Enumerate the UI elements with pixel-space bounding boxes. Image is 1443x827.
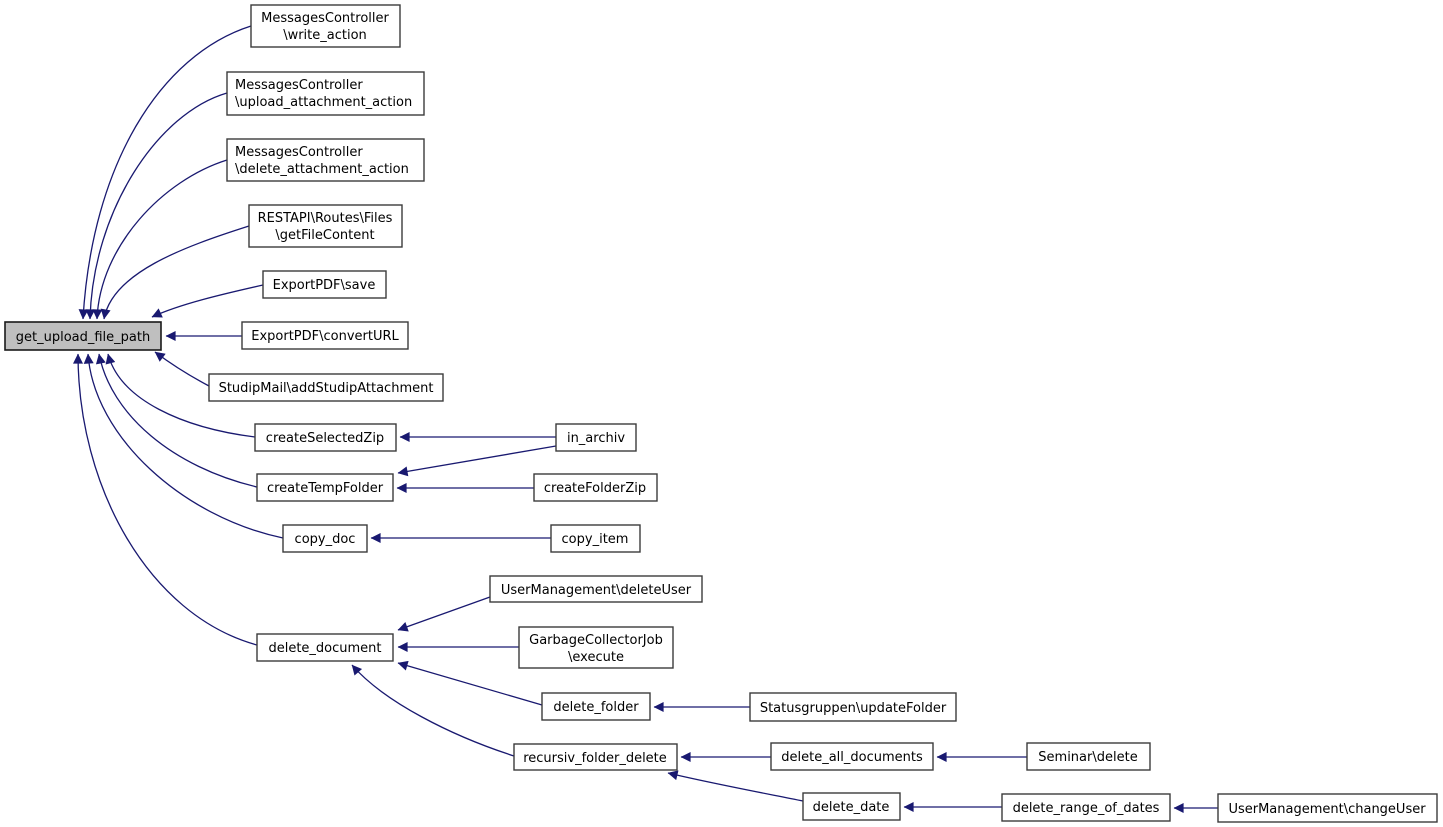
edge-studipmail-addstudipattachment-to-get-upload-file-path <box>154 351 210 387</box>
edge-getfilecontent-to-get-upload-file-path <box>100 225 250 320</box>
node-delete-date-box <box>802 792 901 821</box>
node-exportpdf-converturl-box <box>241 321 409 350</box>
node-copy-item[interactable]: copy_item <box>550 524 641 553</box>
node-exportpdf-save[interactable]: ExportPDF\save <box>262 270 387 299</box>
node-delete-date-label: delete_date <box>813 800 890 815</box>
node-garbagecollectorjob-execute-label-line1: GarbageCollectorJob <box>529 633 663 648</box>
node-delete-date[interactable]: delete_date <box>802 792 901 821</box>
node-createselectedzip-label: createSelectedZip <box>266 431 384 446</box>
node-delete-folder-box <box>541 692 651 721</box>
edge-write-action-to-get-upload-file-path <box>78 25 252 320</box>
node-statusgruppen-updatefolder-label: Statusgruppen\updateFolder <box>760 701 947 716</box>
node-exportpdf-converturl-label: ExportPDF\convertURL <box>251 329 399 344</box>
node-in-archiv-box <box>555 423 637 452</box>
node-get-upload-file-path-box <box>4 321 162 351</box>
node-statusgruppen-updatefolder-box <box>749 692 957 722</box>
node-in-archiv-label: in_archiv <box>567 431 625 446</box>
node-copy-doc[interactable]: copy_doc <box>282 524 368 553</box>
edge-delete-folder-to-delete-document <box>397 660 543 706</box>
node-delete-document[interactable]: delete_document <box>256 633 394 662</box>
node-write-action[interactable]: MessagesController \write_action <box>250 4 401 48</box>
edge-recursiv-folder-delete-to-delete-document <box>351 664 515 757</box>
edge-exportpdf-save-to-get-upload-file-path <box>151 284 264 318</box>
node-getfilecontent-label-line2: \getFileContent <box>275 228 374 243</box>
edge-delete-document-to-get-upload-file-path <box>73 353 258 646</box>
node-delete-document-label: delete_document <box>268 641 381 656</box>
node-getfilecontent-box <box>248 204 403 248</box>
node-delete-all-documents-label: delete_all_documents <box>781 750 923 765</box>
edge-createselectedzip-to-get-upload-file-path <box>105 353 256 438</box>
node-delete-all-documents[interactable]: delete_all_documents <box>770 742 934 771</box>
node-createtempfolder-box <box>256 473 394 502</box>
node-delete-folder-label: delete_folder <box>553 700 639 715</box>
node-copy-item-box <box>550 524 641 553</box>
node-in-archiv[interactable]: in_archiv <box>555 423 637 452</box>
node-delete-all-documents-box <box>770 742 934 771</box>
node-get-upload-file-path-label: get_upload_file_path <box>16 330 150 345</box>
node-usermanagement-deleteuser-label: UserManagement\deleteUser <box>501 583 692 598</box>
node-upload-attachment-action-label-line2: \upload_attachment_action <box>235 95 412 110</box>
node-usermanagement-changeuser-label: UserManagement\changeUser <box>1228 802 1426 817</box>
node-seminar-delete[interactable]: Seminar\delete <box>1026 742 1151 771</box>
node-createselectedzip[interactable]: createSelectedZip <box>254 423 397 452</box>
node-exportpdf-converturl[interactable]: ExportPDF\convertURL <box>241 321 409 350</box>
node-usermanagement-deleteuser[interactable]: UserManagement\deleteUser <box>489 575 703 603</box>
edge-delete-date-to-recursiv-folder-delete <box>667 770 804 802</box>
node-createtempfolder-label: createTempFolder <box>267 481 384 496</box>
node-seminar-delete-label: Seminar\delete <box>1038 750 1137 765</box>
node-garbagecollectorjob-execute[interactable]: GarbageCollectorJob \execute <box>518 626 674 669</box>
node-delete-attachment-action[interactable]: MessagesController \delete_attachment_ac… <box>226 138 425 182</box>
node-delete-attachment-action-label-line1: MessagesController <box>235 145 363 160</box>
edge-upload-attachment-action-to-get-upload-file-path <box>85 92 228 320</box>
node-delete-range-of-dates[interactable]: delete_range_of_dates <box>1001 793 1171 822</box>
node-recursiv-folder-delete-label: recursiv_folder_delete <box>523 751 667 766</box>
node-getfilecontent-label-line1: RESTAPI\Routes\Files <box>258 211 393 226</box>
edge-copy-doc-to-get-upload-file-path <box>83 353 284 539</box>
node-createfolderzip-box <box>533 473 658 502</box>
edge-delete-attachment-action-to-get-upload-file-path <box>92 159 228 320</box>
node-upload-attachment-action-box <box>226 71 425 116</box>
node-usermanagement-changeuser-box <box>1217 793 1438 823</box>
node-studipmail-addstudipattachment[interactable]: StudipMail\addStudipAttachment <box>208 373 444 402</box>
node-delete-document-box <box>256 633 394 662</box>
node-recursiv-folder-delete-box <box>513 743 678 771</box>
edge-layer <box>73 25 1218 813</box>
node-write-action-label-line1: MessagesController <box>261 11 389 26</box>
node-usermanagement-deleteuser-box <box>489 575 703 603</box>
node-seminar-delete-box <box>1026 742 1151 771</box>
node-createfolderzip[interactable]: createFolderZip <box>533 473 658 502</box>
node-write-action-box <box>250 4 401 48</box>
node-exportpdf-save-label: ExportPDF\save <box>273 278 376 293</box>
node-garbagecollectorjob-execute-box <box>518 626 674 669</box>
node-delete-range-of-dates-label: delete_range_of_dates <box>1013 801 1160 816</box>
node-delete-attachment-action-label-line2: \delete_attachment_action <box>235 162 409 177</box>
node-copy-doc-label: copy_doc <box>295 532 356 547</box>
node-write-action-label-line2: \write_action <box>283 28 367 43</box>
edge-in-archiv-to-createtempfolder <box>397 445 557 477</box>
node-copy-doc-box <box>282 524 368 553</box>
node-upload-attachment-action[interactable]: MessagesController \upload_attachment_ac… <box>226 71 425 116</box>
node-upload-attachment-action-label-line1: MessagesController <box>235 78 363 93</box>
node-delete-attachment-action-box <box>226 138 425 182</box>
node-createfolderzip-label: createFolderZip <box>544 481 646 496</box>
edge-createtempfolder-to-get-upload-file-path <box>95 353 258 488</box>
node-copy-item-label: copy_item <box>562 532 629 547</box>
node-exportpdf-save-box <box>262 270 387 299</box>
node-usermanagement-changeuser[interactable]: UserManagement\changeUser <box>1217 793 1438 823</box>
node-studipmail-addstudipattachment-box <box>208 373 444 402</box>
node-createselectedzip-box <box>254 423 397 452</box>
node-recursiv-folder-delete[interactable]: recursiv_folder_delete <box>513 743 678 771</box>
node-statusgruppen-updatefolder[interactable]: Statusgruppen\updateFolder <box>749 692 957 722</box>
node-delete-range-of-dates-box <box>1001 793 1171 822</box>
node-delete-folder[interactable]: delete_folder <box>541 692 651 721</box>
node-createtempfolder[interactable]: createTempFolder <box>256 473 394 502</box>
node-garbagecollectorjob-execute-label-line2: \execute <box>568 650 624 665</box>
node-studipmail-addstudipattachment-label: StudipMail\addStudipAttachment <box>219 381 434 396</box>
node-getfilecontent[interactable]: RESTAPI\Routes\Files \getFileContent <box>248 204 403 248</box>
node-get-upload-file-path: get_upload_file_path <box>4 321 162 351</box>
edge-deleteuser-to-delete-document <box>397 596 491 632</box>
